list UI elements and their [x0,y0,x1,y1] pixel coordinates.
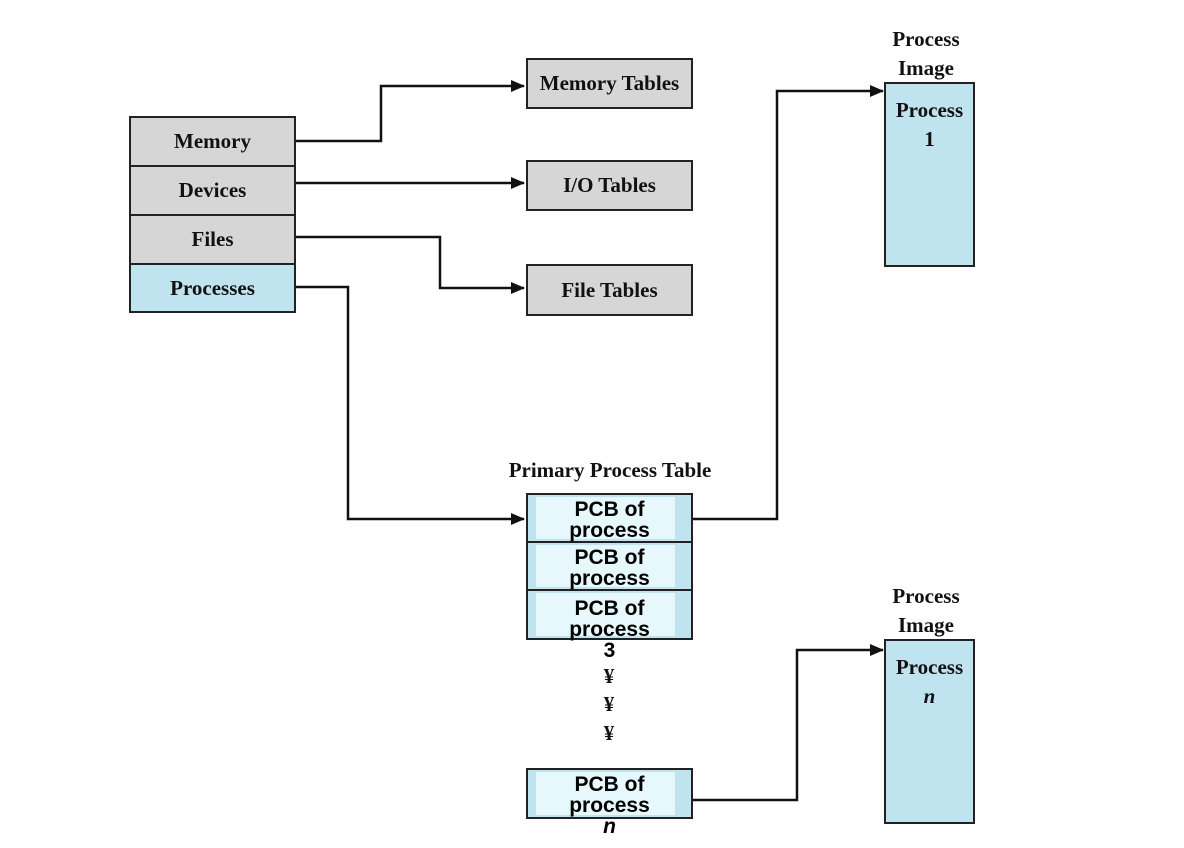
process-image-1-caption-line1: Process [892,27,960,51]
pcb-row-n: PCB of process n [526,768,693,837]
memory-tables-label: Memory Tables [539,71,680,95]
process-image-1-label-line2: 1 [924,127,935,151]
process-image-1-caption-line2: Image [898,56,954,80]
pcb-row-3: PCB of process 3 [526,589,693,661]
devices-cell: Devices [129,165,296,216]
process-image-n-label-line2: n [923,684,936,708]
arrow-pcbn-to-process-image-n [692,644,884,802]
pcb-row-n-highlight [536,772,675,815]
ellipsis-mark-1: ¥ [603,664,615,688]
pcb-row-1-line2: process [569,519,650,542]
pcb-row-n-line2: process [569,794,650,817]
process-image-n-box: Process n [884,639,975,824]
arrow-files-to-file-tables [295,235,525,294]
pcb-row-3-line2: process [569,618,650,641]
arrow-processes-to-primary-table [295,285,525,525]
pcb-row-3-line3: 3 [603,639,616,662]
pcb-row-2-line1: PCB of [574,546,645,569]
pcb-row-2-line2: process [569,567,650,590]
memory-tables-box: Memory Tables [526,58,693,109]
memory-label: Memory [174,129,251,153]
io-tables-label: I/O Tables [563,173,656,197]
pcb-row-3-highlight [536,593,675,636]
process-image-1-label-line1: Process [895,98,964,122]
processes-cell: Processes [129,263,296,313]
pcb-row-1-highlight [536,497,675,539]
pcb-row-1: PCB of process [526,493,693,543]
process-image-n-caption: Process Image [866,582,986,640]
devices-label: Devices [178,178,247,202]
process-image-1-box: Process 1 [884,82,975,267]
io-tables-box: I/O Tables [526,160,693,211]
pcb-row-3-line1: PCB of [574,597,645,620]
arrow-pcb1-to-process-image-1 [692,85,884,521]
process-image-n-caption-line2: Image [898,613,954,637]
ellipsis-mark-2: ¥ [603,692,615,716]
pcb-row-2-highlight [536,545,675,587]
process-image-1-caption: Process Image [866,25,986,83]
memory-cell: Memory [129,116,296,167]
files-cell: Files [129,214,296,265]
pcb-row-1-line1: PCB of [574,498,645,521]
ellipsis-mark-3: ¥ [603,721,615,745]
processes-label: Processes [170,275,255,300]
file-tables-box: File Tables [526,264,693,316]
file-tables-label: File Tables [561,277,658,302]
files-label: Files [191,227,234,251]
arrow-memory-to-memory-tables [295,80,525,143]
pcb-row-n-line3: n [603,815,616,838]
pcb-row-n-line1: PCB of [574,773,645,796]
process-image-n-caption-line1: Process [892,584,960,608]
primary-process-table-title: Primary Process Table [508,458,712,482]
process-image-n-label-line1: Process [895,655,964,679]
pcb-row-2: PCB of process [526,541,693,591]
